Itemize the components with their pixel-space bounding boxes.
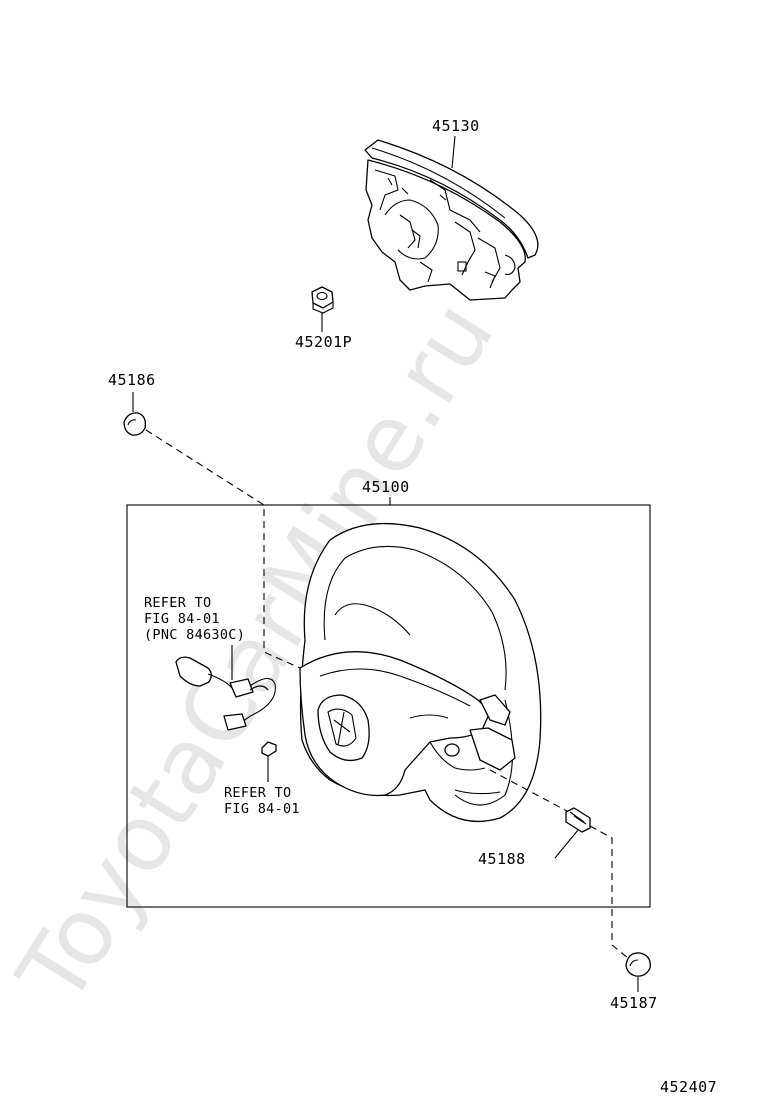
nut-illustration (311, 286, 334, 314)
part-label-45201p: 45201P (295, 333, 352, 351)
part-label-45130: 45130 (432, 117, 480, 135)
cover-right-illustration (625, 952, 651, 977)
screw-illustration (261, 741, 277, 772)
airbag-pad-illustration (364, 139, 539, 301)
dashed-line-45186 (145, 429, 301, 669)
part-label-45187: 45187 (610, 994, 658, 1012)
cover-left-illustration (123, 412, 146, 436)
bolt-illustration (565, 807, 591, 833)
refer-switch-line-2: FIG 84-01 (144, 611, 220, 627)
part-label-45186: 45186 (108, 371, 156, 389)
part-label-45100: 45100 (362, 478, 410, 496)
dashed-line-45188-upper (489, 769, 581, 819)
refer-switch-line-3: (PNC 84630C) (144, 627, 245, 643)
figure-number: 452407 (660, 1078, 717, 1096)
leader-45130 (451, 135, 456, 169)
refer-switch-line-1: REFER TO (144, 595, 211, 611)
assembly-box-45100 (126, 504, 651, 908)
dashed-line-45188-lower (589, 825, 629, 959)
part-label-45188: 45188 (478, 850, 526, 868)
switch-harness-illustration (175, 656, 276, 731)
refer-screw-line-1: REFER TO (224, 785, 291, 801)
leader-45188 (554, 829, 579, 859)
steering-wheel-illustration (299, 522, 542, 822)
refer-screw-line-2: FIG 84-01 (224, 801, 300, 817)
